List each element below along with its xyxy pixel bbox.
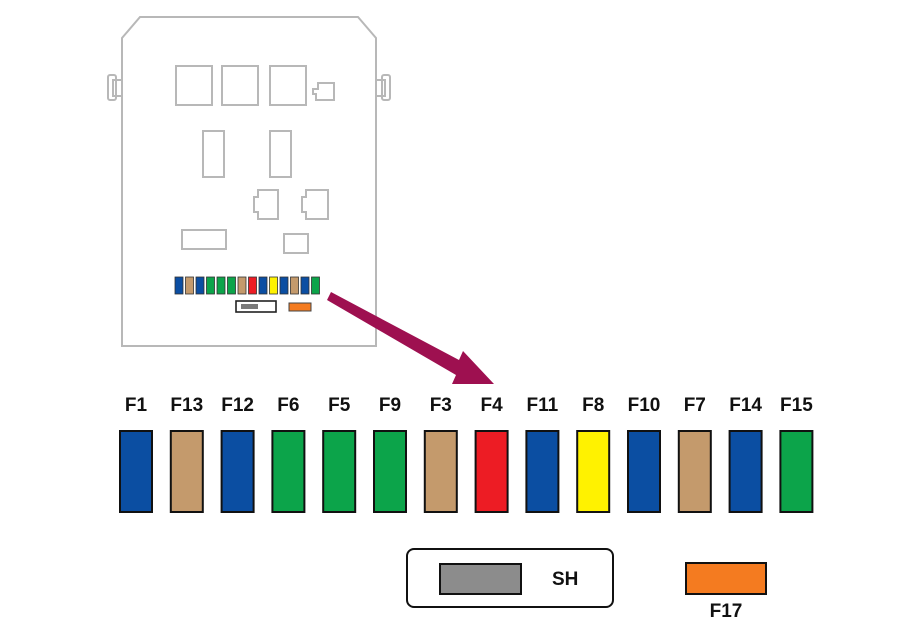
fuse-f10 [627, 430, 661, 513]
f17-label: F17 [710, 601, 743, 622]
mini-fuse-f12 [195, 276, 205, 295]
fuse-label-f11: F11 [527, 395, 559, 416]
fuse-f5 [322, 430, 357, 513]
connector-1 [253, 189, 279, 220]
mini-fuse-f5 [216, 276, 226, 295]
mini-fuse-f10 [279, 276, 289, 295]
f17-group: F17 [685, 562, 767, 622]
mini-fuse-f14 [300, 276, 310, 295]
housing-outline [121, 16, 377, 347]
fuse-f15 [779, 430, 814, 513]
fuse-f8 [576, 430, 611, 513]
mini-fuse-f9 [227, 276, 236, 295]
mini-fuse-f3 [237, 276, 247, 295]
fuse-label-f13: F13 [170, 395, 203, 416]
fuse-label-f4: F4 [481, 395, 504, 416]
fuse-f3 [423, 430, 458, 513]
fuse-label-f12: F12 [221, 395, 254, 416]
fuse-f9 [373, 430, 407, 513]
mini-shunt [241, 304, 258, 309]
slot-rect-1 [181, 229, 227, 250]
fuse-label-f5: F5 [328, 395, 351, 416]
mini-fuse-f17 [288, 302, 312, 312]
fuse-label-f10: F10 [628, 395, 661, 416]
pointer-arrow [327, 292, 494, 384]
fuse-label-f1: F1 [125, 395, 148, 416]
fuse-label-f14: F14 [729, 395, 762, 416]
fuse-label-f6: F6 [277, 395, 299, 416]
fuse-box-housing [107, 16, 391, 347]
right-mount-tab-inner [375, 79, 386, 97]
fuse-label-f15: F15 [780, 395, 813, 416]
right-mount-tab [381, 74, 391, 101]
slot-rect-2 [283, 233, 309, 254]
relay-slot-3 [269, 65, 307, 106]
mini-fuse-f8 [269, 276, 278, 295]
fuse-row [119, 430, 814, 513]
fuse-labels: F1 F13 F12 F6 F5 F9 F3 F4 F11 F8 F10 F7 F14 F15 [125, 395, 813, 416]
mini-fuse-strip [174, 276, 320, 295]
fuse-f6 [271, 430, 306, 513]
fuse-label-f8: F8 [582, 395, 604, 416]
fuse-f4 [474, 430, 509, 513]
small-connector [312, 82, 335, 101]
mini-fuse-f13 [185, 276, 194, 295]
fuse-f11 [525, 430, 560, 513]
fuse-f7 [677, 430, 712, 513]
maxi-fuse-slot-2 [269, 130, 292, 178]
maxi-fuse-slot-1 [202, 130, 225, 178]
relay-slot-2 [221, 65, 259, 106]
left-mount-tab [107, 74, 117, 101]
f17-body [685, 562, 767, 595]
fuse-label-f3: F3 [430, 395, 452, 416]
mini-fuse-f1 [174, 276, 184, 295]
shunt-body [439, 563, 522, 595]
fuse-label-f9: F9 [379, 395, 401, 416]
fuse-f14 [728, 430, 763, 513]
fuse-label-f7: F7 [684, 395, 706, 416]
mini-fuse-f6 [206, 276, 215, 295]
relay-slot-1 [175, 65, 213, 106]
mini-fuse-f7 [290, 276, 299, 295]
left-mount-tab-inner [112, 79, 123, 97]
mini-fuse-f11 [258, 276, 268, 295]
fuse-f1 [119, 430, 153, 513]
connector-2 [301, 189, 329, 220]
mini-fuse-f4 [248, 276, 257, 295]
mini-fuse-f15 [311, 276, 320, 295]
fuse-f13 [169, 430, 204, 513]
shunt-group: SH [406, 548, 614, 608]
fuse-f12 [220, 430, 255, 513]
shunt-label: SH [552, 569, 578, 590]
